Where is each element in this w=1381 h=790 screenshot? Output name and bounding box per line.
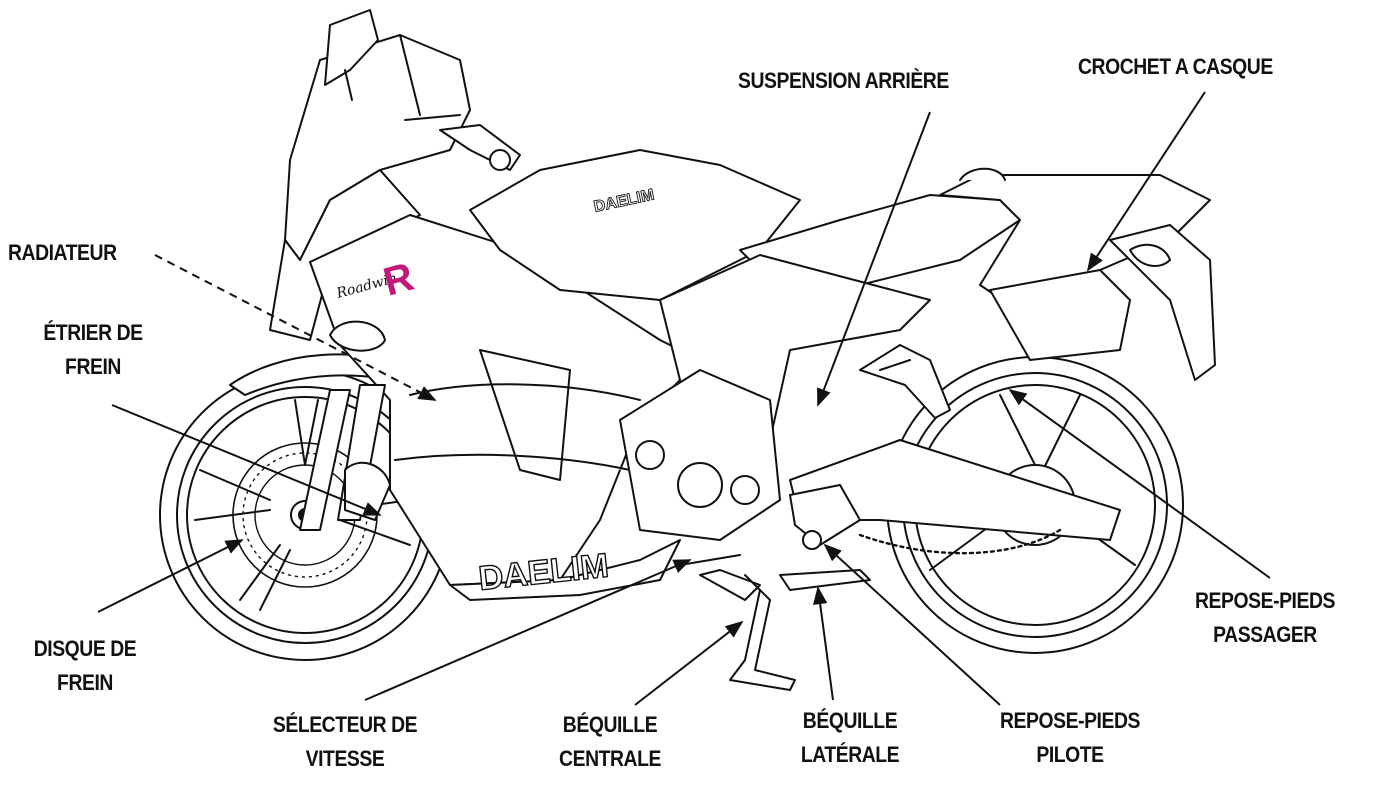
label-disque-de-frein: DISQUE DE FREIN [10,632,160,700]
pegs-and-stands [679,484,871,691]
label-etrier-line-1: ÉTRIER DE [43,320,143,345]
label-repose-pieds-passager: REPOSE-PIEDS PASSAGER [1164,584,1366,652]
leader-selecteur [364,559,692,701]
label-bequille-centrale-line-2: CENTRALE [559,746,661,771]
handlebars [404,114,521,171]
leader-repose-passager [1008,388,1271,579]
label-crochet-casque: CROCHET A CASQUE [1078,50,1273,84]
label-disque-line-1: DISQUE DE [33,636,137,661]
leader-radiateur [154,254,437,401]
label-selecteur-line-1: SÉLECTEUR DE [272,712,418,737]
label-bequille-centrale: BÉQUILLE CENTRALE [526,708,693,776]
label-suspension-arriere: SUSPENSION ARRIÈRE [738,64,949,98]
passenger-peg-bracket [859,344,951,419]
leader-etrier [111,404,382,516]
label-disque-line-2: FREIN [57,670,113,695]
leader-bequille-centrale [634,620,744,706]
label-repose-passager-line-1: REPOSE-PIEDS [1195,588,1335,613]
label-etrier-de-frein: ÉTRIER DE FREIN [18,316,168,384]
leader-crochet-casque [1087,91,1206,272]
label-radiateur-text: RADIATEUR [8,240,117,265]
label-repose-pilote-line-2: PILOTE [1036,742,1104,767]
label-etrier-line-2: FREIN [65,354,121,379]
label-radiateur: RADIATEUR [8,236,117,270]
label-bequille-laterale-line-1: BÉQUILLE [802,708,898,733]
label-selecteur-line-2: VITESSE [305,746,385,771]
leader-bequille-laterale [813,586,834,701]
label-bequille-laterale-line-2: LATÉRALE [800,742,900,767]
label-suspension-arriere-text: SUSPENSION ARRIÈRE [738,68,949,93]
label-repose-pilote-line-1: REPOSE-PIEDS [1000,708,1140,733]
label-bequille-centrale-line-1: BÉQUILLE [562,712,658,737]
leader-suspension-arriere [817,111,931,407]
label-selecteur-de-vitesse: SÉLECTEUR DE VITESSE [239,708,450,776]
leader-repose-pilote [823,543,1001,706]
label-repose-passager-line-2: PASSAGER [1213,622,1317,647]
label-repose-pieds-pilote: REPOSE-PIEDS PILOTE [969,704,1171,772]
leader-disque [97,539,244,613]
label-crochet-casque-text: CROCHET A CASQUE [1078,54,1273,79]
label-bequille-laterale: BÉQUILLE LATÉRALE [766,704,933,772]
